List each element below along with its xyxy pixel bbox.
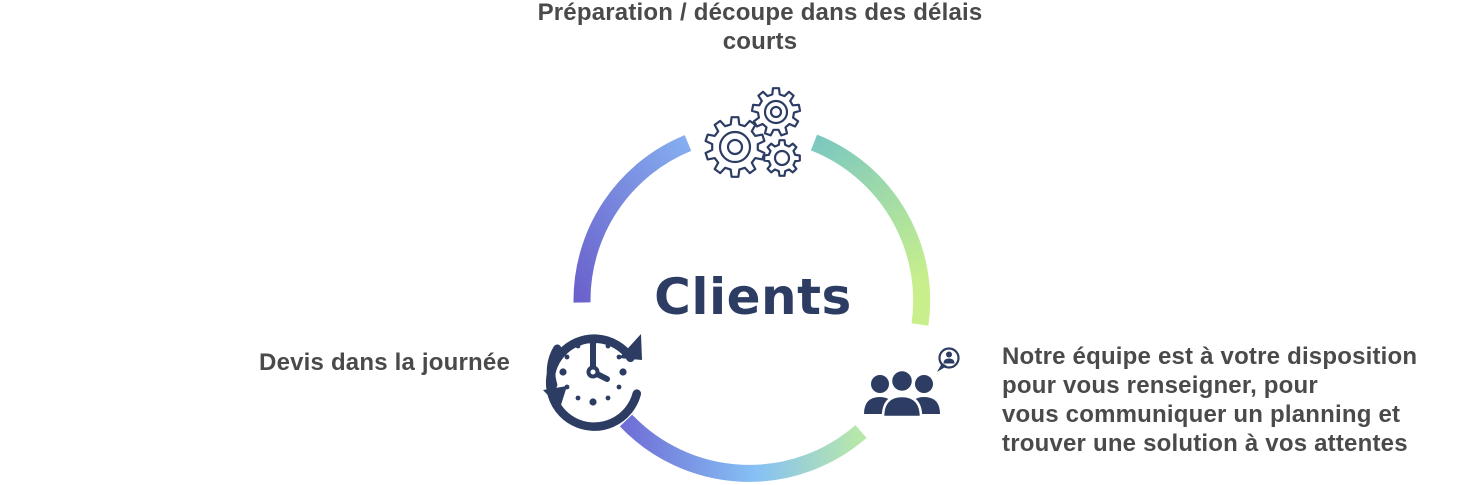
clock-tick xyxy=(616,384,622,390)
clock-tick xyxy=(575,395,581,401)
gear-outline xyxy=(763,139,801,177)
team-text-line: trouver une solution à vos attentes xyxy=(1002,430,1408,457)
step-label-quote: Devis dans la journée xyxy=(259,349,510,376)
clock-tick xyxy=(564,384,570,390)
gear-ring xyxy=(769,105,783,119)
gear-ring xyxy=(763,99,789,125)
chat-bubble-icon xyxy=(937,347,960,372)
ring-arc-right xyxy=(810,134,931,326)
ring-arc-bottom xyxy=(619,414,867,482)
clock-tick xyxy=(605,395,611,401)
gear-outline xyxy=(750,87,802,137)
clock-refresh-icon xyxy=(543,334,642,431)
team-support-icon xyxy=(864,347,960,419)
clock-tick xyxy=(616,354,622,360)
team-text-line: vous communiquer un planning et xyxy=(1002,401,1401,428)
clock-tick xyxy=(564,354,570,360)
gear-ring xyxy=(773,149,791,167)
clock-tick xyxy=(575,343,581,349)
team-text-line: pour vous renseigner, pour xyxy=(1002,372,1318,399)
center-title: Clients xyxy=(654,268,852,326)
team-text-line: Notre équipe est à votre disposition xyxy=(1002,343,1418,370)
gear-ring xyxy=(726,138,744,156)
step-label-team: Notre équipe est à votre disposition pou… xyxy=(1002,342,1480,458)
clock-tick xyxy=(559,368,567,376)
gear-small-shape xyxy=(763,139,801,177)
clock-tick xyxy=(589,398,597,406)
ring-arc-left xyxy=(573,135,692,303)
gears-icon xyxy=(704,87,802,178)
gear-outline xyxy=(704,116,766,178)
clock-tick xyxy=(619,368,627,376)
gear-big-shape xyxy=(704,116,766,178)
gear-top-shape xyxy=(750,87,802,137)
step-label-preparation: Préparation / découpe dans des délais co… xyxy=(537,0,983,55)
clock-tick xyxy=(605,343,611,349)
gear-ring xyxy=(718,130,752,164)
